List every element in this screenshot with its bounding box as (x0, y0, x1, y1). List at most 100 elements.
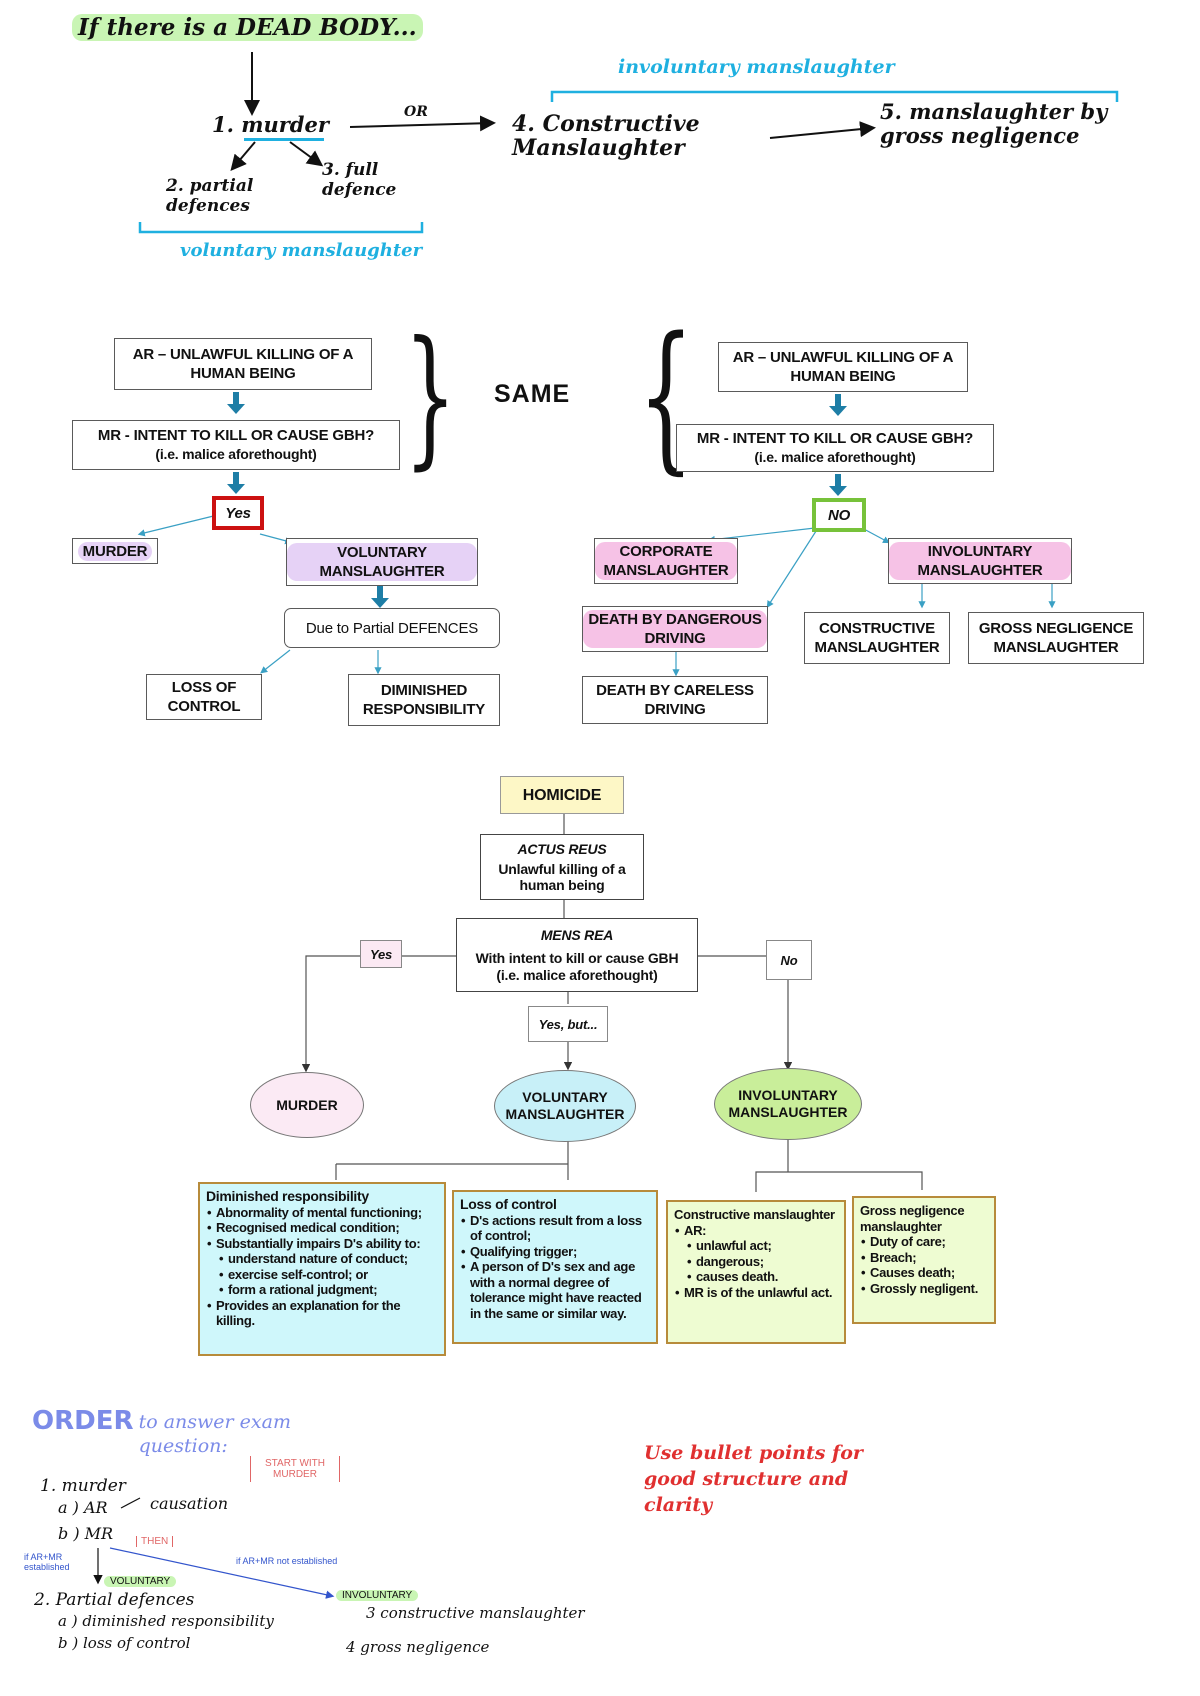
mens-sub: (i.e. malice aforethought) (496, 966, 658, 983)
homicide-title: HOMICIDE (522, 786, 602, 804)
constructive-sublist: unlawful act; dangerous; causes death. (684, 1238, 838, 1285)
left-murder-text: MURDER (77, 541, 153, 561)
constructive-box: Constructive manslaughter AR: unlawful a… (666, 1200, 846, 1344)
diminished-item: Substantially impairs D's ability to: un… (207, 1236, 438, 1298)
diminished-sublist: understand nature of conduct; exercise s… (216, 1251, 438, 1298)
left-voluntary-text: VOLUNTARY MANSLAUGHTER (287, 543, 477, 581)
diminished-item: Recognised medical condition; (207, 1220, 438, 1236)
order-l2a: a ) diminished responsibility (58, 1612, 274, 1630)
sketch-constructive: 4. Constructive Manslaughter (512, 111, 700, 161)
homicide-yes-text: Yes (369, 946, 393, 962)
right-careless-box: DEATH BY CARELESS DRIVING (582, 676, 768, 724)
sketch-or: OR (404, 104, 428, 120)
then-note: THEN (136, 1536, 174, 1547)
sketch-involuntary-label: involuntary manslaughter (618, 56, 895, 78)
voluntary-tag-text: VOLUNTARY (104, 1576, 177, 1587)
loss-title: Loss of control (460, 1196, 557, 1212)
homicide-no-text: No (780, 952, 798, 968)
left-ar-box: AR – UNLAWFUL KILLING OF A HUMAN BEING (114, 338, 372, 390)
order-l3: 3 constructive manslaughter (366, 1604, 585, 1622)
constructive-subitem: unlawful act; (687, 1238, 838, 1254)
constructive-item: MR is of the unlawful act. (675, 1285, 838, 1301)
constructive-list: AR: unlawful act; dangerous; causes deat… (674, 1223, 838, 1301)
homicide-yes-but-box: Yes, but... (528, 1006, 608, 1042)
diminished-box: Diminished responsibility Abnormality of… (198, 1182, 446, 1356)
loss-list: D's actions result from a loss of contro… (460, 1213, 650, 1322)
order-title: ORDER to answer exam question: (32, 1406, 314, 1458)
loss-item: A person of D's sex and age with a norma… (461, 1259, 650, 1321)
right-ar-box: AR – UNLAWFUL KILLING OF A HUMAN BEING (718, 342, 968, 392)
voluntary-ellipse: VOLUNTARY MANSLAUGHTER (494, 1070, 636, 1142)
gross-item: Grossly negligent. (861, 1281, 988, 1297)
left-murder-box: MURDER (72, 538, 158, 564)
left-mr-box: MR - INTENT TO KILL OR CAUSE GBH? (i.e. … (72, 420, 400, 470)
actus-reus-box: ACTUS REUS Unlawful killing of a human b… (480, 834, 644, 900)
left-ar-text: AR – UNLAWFUL KILLING OF A HUMAN BEING (132, 346, 354, 382)
gross-list: Duty of care; Breach; Causes death; Gros… (860, 1234, 988, 1296)
diminished-subitem: understand nature of conduct; (219, 1251, 438, 1267)
order-l1b: b ) MR (58, 1524, 114, 1543)
right-constructive-box: CONSTRUCTIVE MANSLAUGHTER (804, 612, 950, 664)
right-corporate-text: CORPORATE MANSLAUGHTER (595, 542, 737, 580)
left-diminished-box: DIMINISHED RESPONSIBILITY (348, 674, 500, 726)
homicide-no-box: No (766, 940, 812, 980)
right-involuntary-text: INVOLUNTARY MANSLAUGHTER (889, 542, 1071, 580)
gross-item: Duty of care; (861, 1234, 988, 1250)
homicide-yes-box: Yes (360, 940, 402, 968)
actus-body: Unlawful killing of a human being (498, 861, 626, 893)
homicide-title-box: HOMICIDE (500, 776, 624, 814)
right-no-text: NO (827, 506, 851, 524)
right-corporate-box: CORPORATE MANSLAUGHTER (594, 538, 738, 584)
same-label: SAME (494, 380, 571, 408)
loss-item: D's actions result from a loss of contro… (461, 1213, 650, 1244)
diminished-subitem: exercise self-control; or (219, 1267, 438, 1283)
order-l2b: b ) loss of control (58, 1634, 191, 1652)
diminished-item: Abnormality of mental functioning; (207, 1205, 438, 1221)
right-brace: } (404, 310, 457, 484)
sketch-voluntary-label: voluntary manslaughter (180, 240, 423, 261)
involuntary-tag: INVOLUNTARY (336, 1590, 419, 1601)
right-mr-text: MR - INTENT TO KILL OR CAUSE GBH? (696, 430, 974, 447)
diminished-title: Diminished responsibility (206, 1188, 369, 1204)
actus-title: ACTUS REUS (517, 841, 607, 857)
mens-rea-box: MENS REA With intent to kill or cause GB… (456, 918, 698, 992)
right-mr-box: MR - INTENT TO KILL OR CAUSE GBH? (i.e. … (676, 424, 994, 472)
involuntary-ellipse: INVOLUNTARY MANSLAUGHTER (714, 1068, 862, 1140)
murder-ellipse-text: MURDER (276, 1096, 338, 1113)
right-involuntary-box: INVOLUNTARY MANSLAUGHTER (888, 538, 1072, 584)
mens-body: With intent to kill or cause GBH (475, 949, 679, 966)
constructive-subitem: causes death. (687, 1269, 838, 1285)
voluntary-ellipse-text: VOLUNTARY MANSLAUGHTER (505, 1089, 625, 1122)
gross-title: Gross negligence manslaughter (860, 1203, 965, 1234)
left-yes-box: Yes (212, 496, 264, 530)
order-title-main: ORDER (32, 1406, 134, 1436)
constructive-item: AR: unlawful act; dangerous; causes deat… (675, 1223, 838, 1285)
right-no-box: NO (812, 498, 866, 532)
order-l4: 4 gross negligence (346, 1638, 490, 1656)
right-constructive-text: CONSTRUCTIVE MANSLAUGHTER (814, 620, 940, 656)
loss-item: Qualifying trigger; (461, 1244, 650, 1260)
left-voluntary-box: VOLUNTARY MANSLAUGHTER (286, 538, 478, 586)
homicide-yes-but-text: Yes, but... (538, 1016, 598, 1032)
right-ar-text: AR – UNLAWFUL KILLING OF A HUMAN BEING (732, 349, 954, 385)
diminished-item: Provides an explanation for the killing. (207, 1298, 438, 1329)
diminished-subitem: form a rational judgment; (219, 1282, 438, 1298)
diminished-list: Abnormality of mental functioning; Recog… (206, 1205, 438, 1329)
involuntary-ellipse-text: INVOLUNTARY MANSLAUGHTER (728, 1087, 848, 1120)
bullet-tip: Use bullet points for good structure and… (644, 1440, 864, 1518)
left-loss-box: LOSS OF CONTROL (146, 674, 262, 720)
left-loss-text: LOSS OF CONTROL (167, 679, 241, 715)
bullet-tip-text: Use bullet points for good structure and… (644, 1442, 863, 1516)
left-partial-text: Due to Partial DEFENCES (305, 619, 479, 637)
sketch-heading: If there is a DEAD BODY... (72, 14, 423, 41)
voluntary-tag: VOLUNTARY (104, 1576, 177, 1587)
if-not-note: if AR+MR not established (236, 1556, 338, 1566)
left-partial-box: Due to Partial DEFENCES (284, 608, 500, 648)
murder-underline (244, 138, 324, 141)
right-gross-text: GROSS NEGLIGENCE MANSLAUGHTER (978, 620, 1134, 656)
constructive-title: Constructive manslaughter (674, 1207, 835, 1222)
order-causation: causation (150, 1494, 229, 1513)
left-diminished-text: DIMINISHED RESPONSIBILITY (362, 682, 486, 718)
if-established-note: if AR+MR established (24, 1552, 70, 1572)
sketch-partial-defences: 2. partial defences (166, 176, 254, 216)
